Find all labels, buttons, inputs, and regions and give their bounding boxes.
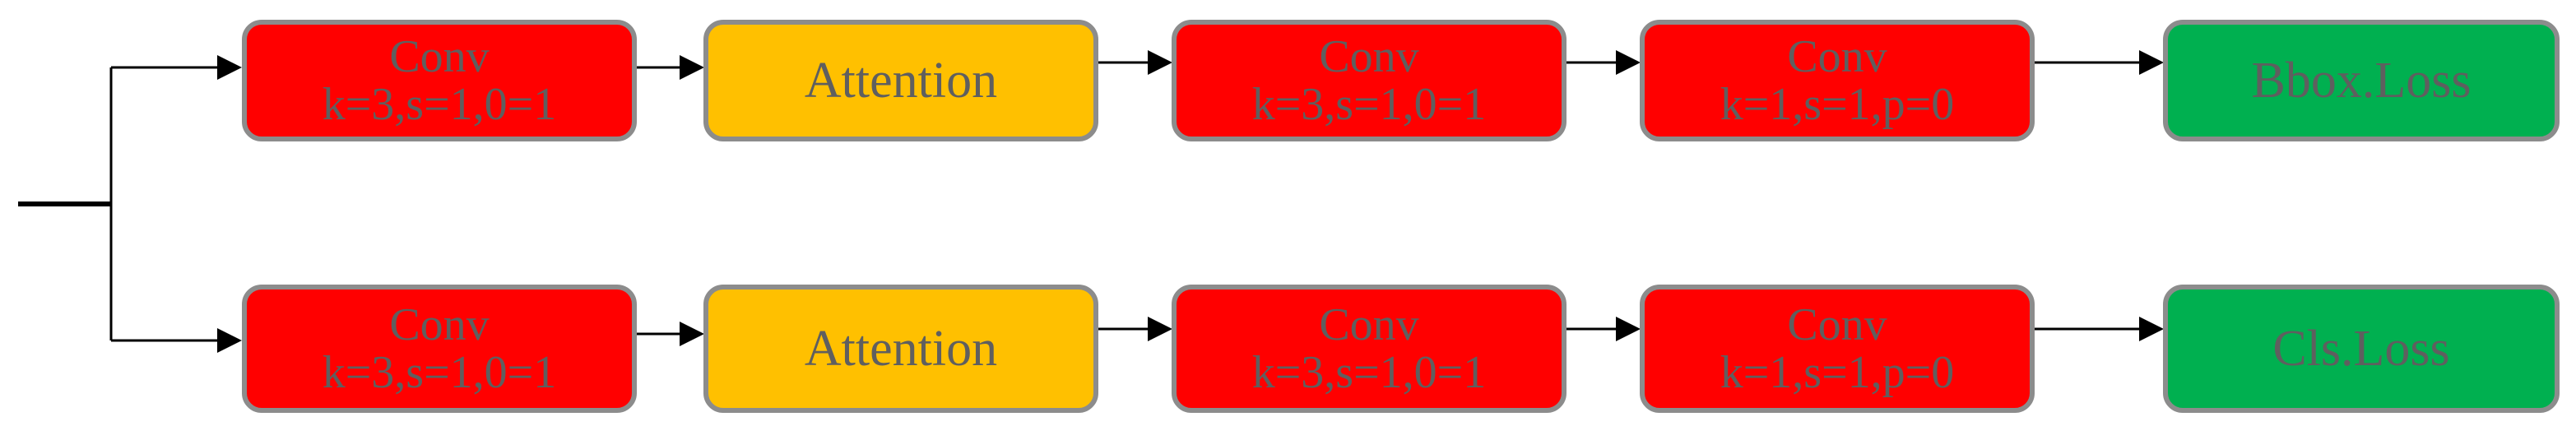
block-params: k=3,s=1,0=1 (1251, 79, 1487, 130)
block-title: Conv (389, 299, 490, 350)
block-params: k=3,s=1,0=1 (322, 347, 557, 398)
block-title: Conv (1319, 299, 1419, 350)
cls-loss-block: Cls.Loss (2163, 285, 2560, 413)
block-title: Conv (1787, 31, 1887, 82)
block-params: k=1,s=1,p=0 (1720, 79, 1955, 130)
block-title: Attention (804, 53, 998, 109)
block-params: k=1,s=1,p=0 (1720, 347, 1955, 398)
block-title: Bbox.Loss (2251, 53, 2472, 109)
block-title: Attention (804, 321, 998, 377)
block-title: Cls.Loss (2272, 321, 2450, 377)
top-conv-block-2: Conv k=3,s=1,0=1 (1172, 20, 1566, 141)
block-title: Conv (389, 31, 490, 82)
bottom-conv-block-2: Conv k=3,s=1,0=1 (1172, 285, 1566, 413)
block-title: Conv (1787, 299, 1887, 350)
top-attention-block: Attention (703, 20, 1098, 141)
top-conv-block-3: Conv k=1,s=1,p=0 (1640, 20, 2035, 141)
block-params: k=3,s=1,0=1 (322, 79, 557, 130)
bottom-conv-block-3: Conv k=1,s=1,p=0 (1640, 285, 2035, 413)
block-title: Conv (1319, 31, 1419, 82)
bottom-conv-block-1: Conv k=3,s=1,0=1 (242, 285, 637, 413)
bottom-attention-block: Attention (703, 285, 1098, 413)
block-params: k=3,s=1,0=1 (1251, 347, 1487, 398)
top-conv-block-1: Conv k=3,s=1,0=1 (242, 20, 637, 141)
bbox-loss-block: Bbox.Loss (2163, 20, 2560, 141)
